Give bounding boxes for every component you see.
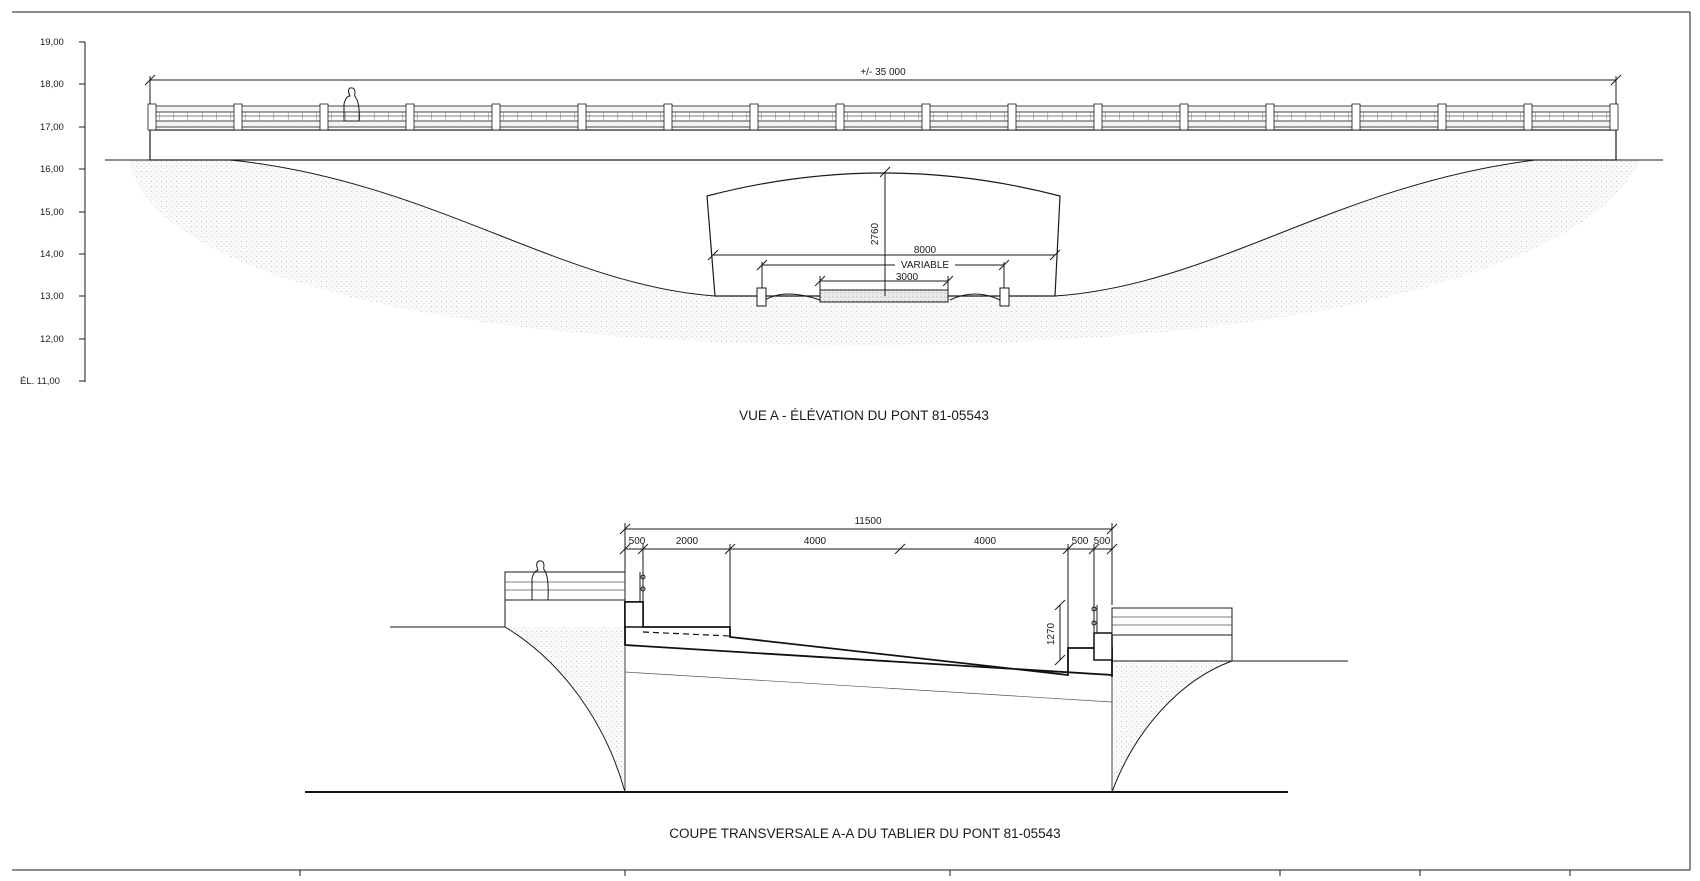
- scale-tick: 14,00: [40, 249, 85, 260]
- dim-label: 500: [1094, 536, 1111, 547]
- scale-label: 18,00: [40, 79, 64, 90]
- cross-section-title: COUPE TRANSVERSALE A-A DU TABLIER DU PON…: [669, 826, 1060, 841]
- bridge-deck: [149, 129, 1617, 161]
- railing-post: [749, 103, 759, 131]
- railing-post: [663, 103, 673, 131]
- railing-post: [491, 103, 501, 131]
- sheet-frame: [12, 11, 1691, 876]
- dim-label: 500: [1072, 536, 1089, 547]
- deck-soffit-line: [624, 671, 1113, 703]
- railing-post: [577, 103, 587, 131]
- scale-label: 19,00: [40, 37, 64, 48]
- footing-right: [999, 287, 1010, 307]
- railing-posts: [147, 103, 1619, 131]
- culvert-height-label: 2760: [870, 222, 881, 245]
- variable-label: VARIABLE: [901, 260, 949, 271]
- culvert-width-label: 8000: [914, 245, 937, 256]
- channel-bed: [819, 289, 949, 303]
- railing-post: [319, 103, 329, 131]
- elevation-scale: 19,00 18,00 17,00 16,00 15,00 14,00 13,0…: [20, 37, 86, 387]
- left-abutment-hatch: [505, 627, 625, 792]
- elevation-view-title: VUE A - ÉLÉVATION DU PONT 81-05543: [739, 408, 989, 423]
- scale-label: 17,00: [40, 122, 64, 133]
- dim-label: 2000: [676, 536, 699, 547]
- elevation-view: +/- 35 000 2760 8000 VARIABLE: [105, 67, 1663, 423]
- right-barrier: [1093, 632, 1113, 661]
- railing-post: [233, 103, 243, 131]
- railing-post: [1007, 103, 1017, 131]
- pedestrian-figure: [343, 87, 360, 122]
- culvert-height-dimension: 2760: [870, 166, 891, 296]
- channel-width-label: 3000: [896, 272, 919, 283]
- dim-label: 4000: [804, 536, 827, 547]
- channel-width-dimension: 3000: [814, 272, 954, 290]
- deck-slab: [624, 601, 1113, 677]
- railing-post: [1523, 103, 1533, 131]
- variable-dimension: VARIABLE: [756, 258, 1010, 288]
- scale-label: 14,00: [40, 249, 64, 260]
- railing-post: [1609, 103, 1619, 131]
- dim-label: 4000: [974, 536, 997, 547]
- railing-post: [1351, 103, 1361, 131]
- railing-post: [405, 103, 415, 131]
- scale-tick: 13,00: [40, 291, 85, 302]
- railing-post: [835, 103, 845, 131]
- culvert-bed-left: [764, 293, 821, 301]
- cross-section-view: 11500 500 2000 4000 4000 500 500: [305, 516, 1348, 841]
- left-barrier: [624, 601, 644, 628]
- partial-dimensions: 500 2000 4000 4000 500 500: [619, 536, 1118, 648]
- railing-post: [921, 103, 931, 131]
- right-walkway-railing: [1111, 607, 1233, 636]
- railing: [147, 103, 1619, 131]
- scale-tick: 16,00: [40, 164, 85, 175]
- railing-post: [147, 103, 157, 131]
- total-width-label: 11500: [854, 516, 882, 527]
- total-width-dimension: 11500: [619, 516, 1118, 605]
- dim-label: 500: [629, 536, 646, 547]
- left-walkway-railing: [504, 560, 626, 601]
- right-abutment-hatch: [1112, 661, 1232, 792]
- culvert-width-dimension: 8000: [707, 245, 1061, 261]
- culvert-bed-right: [949, 293, 1001, 301]
- pedestrian-figure: [531, 560, 549, 601]
- scale-tick: ÉL. 11,00: [20, 376, 85, 387]
- scale-tick: 17,00: [40, 122, 85, 133]
- railing-post: [1179, 103, 1189, 131]
- rail-height-label: 1270: [1046, 622, 1057, 645]
- scale-label: ÉL. 11,00: [20, 376, 60, 387]
- footing-left: [756, 287, 767, 307]
- scale-tick: 19,00: [40, 37, 85, 48]
- embankment-hatch: [130, 160, 1640, 345]
- railing-post: [1437, 103, 1447, 131]
- scale-tick: 15,00: [40, 207, 85, 218]
- rail-height-dimension: 1270: [1046, 599, 1066, 666]
- overall-length-label: +/- 35 000: [860, 67, 906, 78]
- scale-label: 16,00: [40, 164, 64, 175]
- scale-label: 13,00: [40, 291, 64, 302]
- scale-label: 15,00: [40, 207, 64, 218]
- railing-post: [1265, 103, 1275, 131]
- scale-tick: 18,00: [40, 79, 85, 90]
- overall-length-dimension: +/- 35 000: [144, 67, 1622, 104]
- culvert-arch: [706, 172, 1061, 297]
- deck-surface-dashed: [642, 631, 731, 637]
- scale-tick: 12,00: [40, 334, 85, 345]
- railing-post: [1093, 103, 1103, 131]
- scale-label: 12,00: [40, 334, 64, 345]
